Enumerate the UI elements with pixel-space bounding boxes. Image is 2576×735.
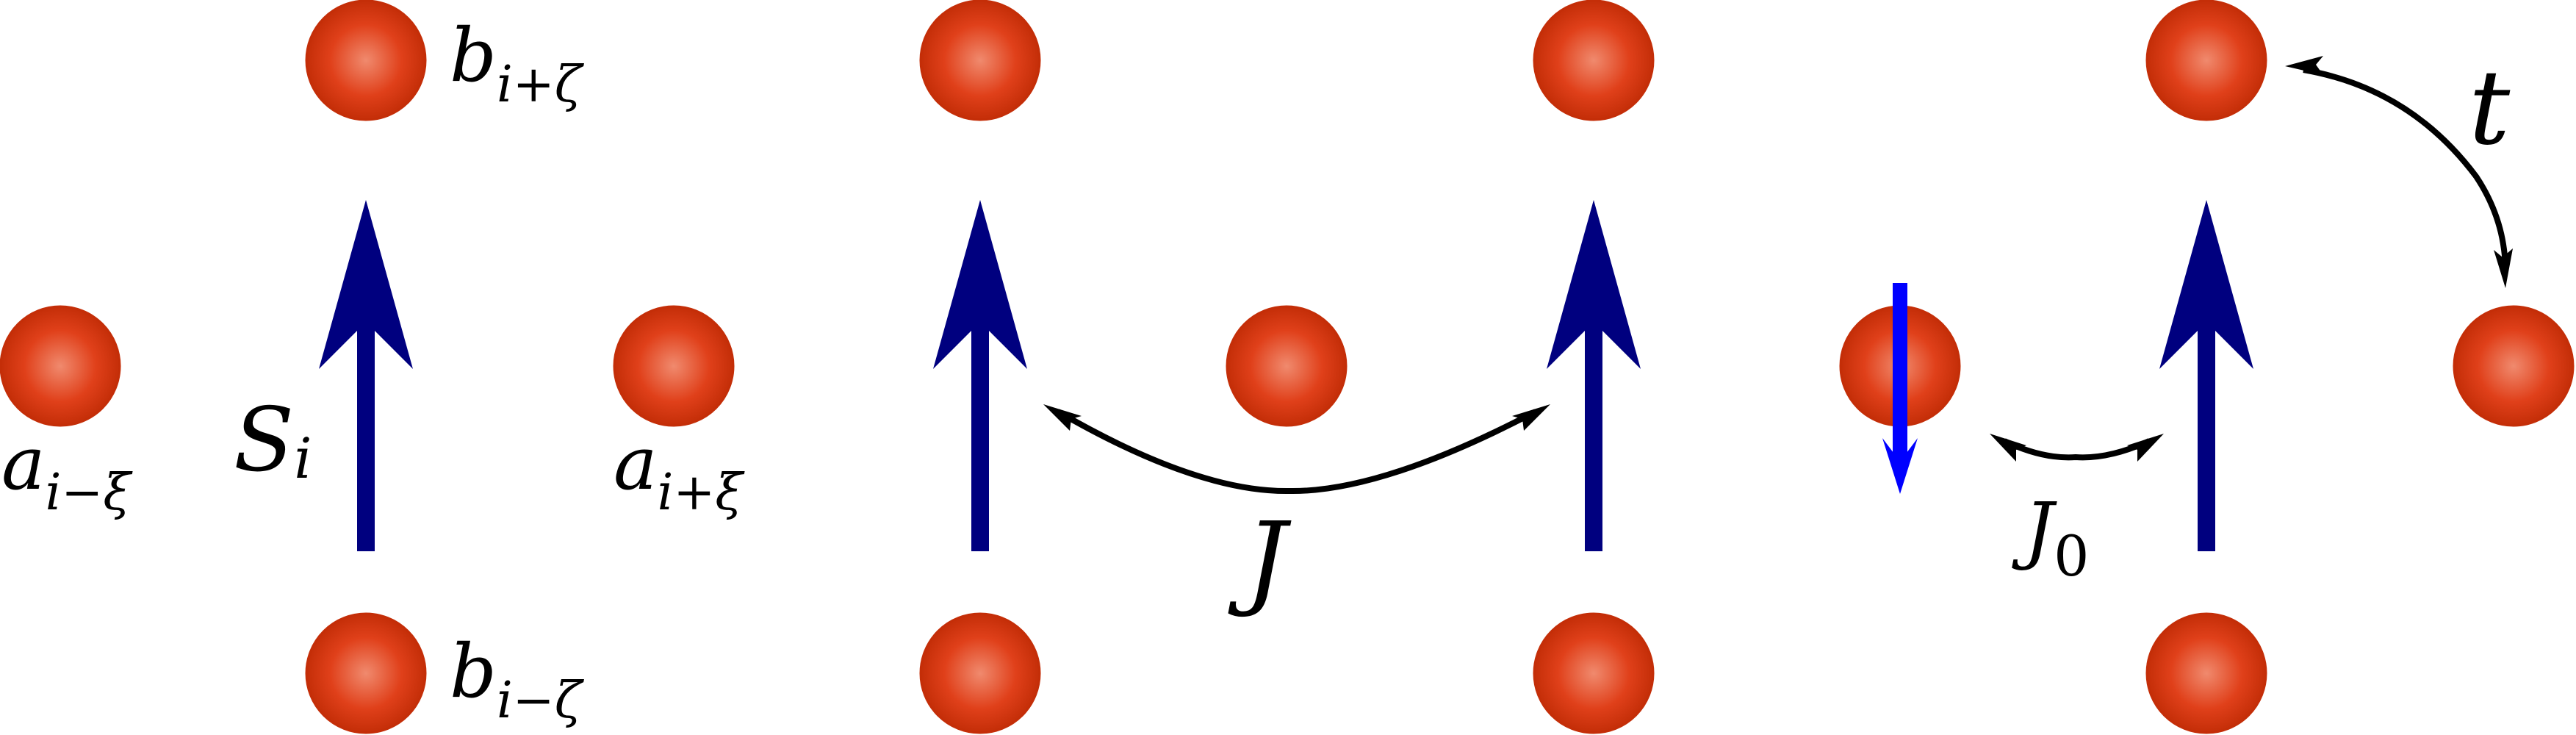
label-b-minus-sub: i−ζ <box>497 672 585 730</box>
label-spin: Si <box>234 390 312 492</box>
hopping-t-curve <box>2303 67 2508 273</box>
arrowhead-J-left <box>1043 404 1082 431</box>
label-t: t <box>2469 49 2511 168</box>
site-a-mid-3 <box>1226 305 1348 427</box>
label-a-plus: ai+ξ <box>614 420 745 522</box>
arrowhead-t-top <box>2285 56 2323 75</box>
coupling-J0-curve <box>2003 438 2151 461</box>
label-b-plus-base: b <box>450 12 497 98</box>
label-b-minus-base: b <box>450 628 497 714</box>
label-b-plus-sub: i+ζ <box>497 56 585 114</box>
site-b-top-1 <box>305 0 427 121</box>
spin-up-arrow-4 <box>2159 200 2253 551</box>
site-b-top-4 <box>2145 0 2267 121</box>
spin-up-arrow-2 <box>933 200 1027 551</box>
site-b-bottom-4 <box>2145 612 2267 734</box>
arrowhead-t-bottom <box>2494 248 2513 288</box>
site-b-top-2 <box>919 0 1041 121</box>
label-J0: J0 <box>2012 487 2089 589</box>
site-a-mid-2 <box>613 305 735 427</box>
site-a-mid-5 <box>2453 305 2575 427</box>
label-J0-base: J <box>2012 487 2057 573</box>
spin-up-arrow-1 <box>319 200 413 551</box>
label-J: J <box>1228 501 1292 620</box>
arrowhead-J0-right <box>2127 434 2164 462</box>
label-b-plus: bi+ζ <box>450 12 585 114</box>
coupling-J-curve <box>1056 409 1537 495</box>
label-a-minus: ai−ξ <box>1 420 133 522</box>
label-b-minus: bi−ζ <box>450 628 585 730</box>
spins-up <box>319 200 2253 551</box>
spin-down-arrow <box>1882 283 1918 494</box>
label-a-minus-sub: i−ξ <box>46 464 134 522</box>
label-a-minus-base: a <box>1 420 46 506</box>
site-b-bottom-2 <box>919 612 1041 734</box>
site-b-top-3 <box>1533 0 1655 121</box>
site-b-bottom-3 <box>1533 612 1655 734</box>
label-a-plus-sub: i+ξ <box>658 464 746 522</box>
site-a-mid-1 <box>0 305 121 427</box>
label-spin-base: S <box>234 390 294 492</box>
label-J0-sub: 0 <box>2054 523 2089 589</box>
arrowhead-J-right <box>1512 404 1550 431</box>
spin-up-arrow-3 <box>1547 200 1641 551</box>
site-b-bottom-1 <box>305 612 427 734</box>
arrowhead-J0-left <box>1990 434 2026 462</box>
label-spin-sub: i <box>294 426 312 491</box>
label-a-plus-base: a <box>614 420 658 506</box>
